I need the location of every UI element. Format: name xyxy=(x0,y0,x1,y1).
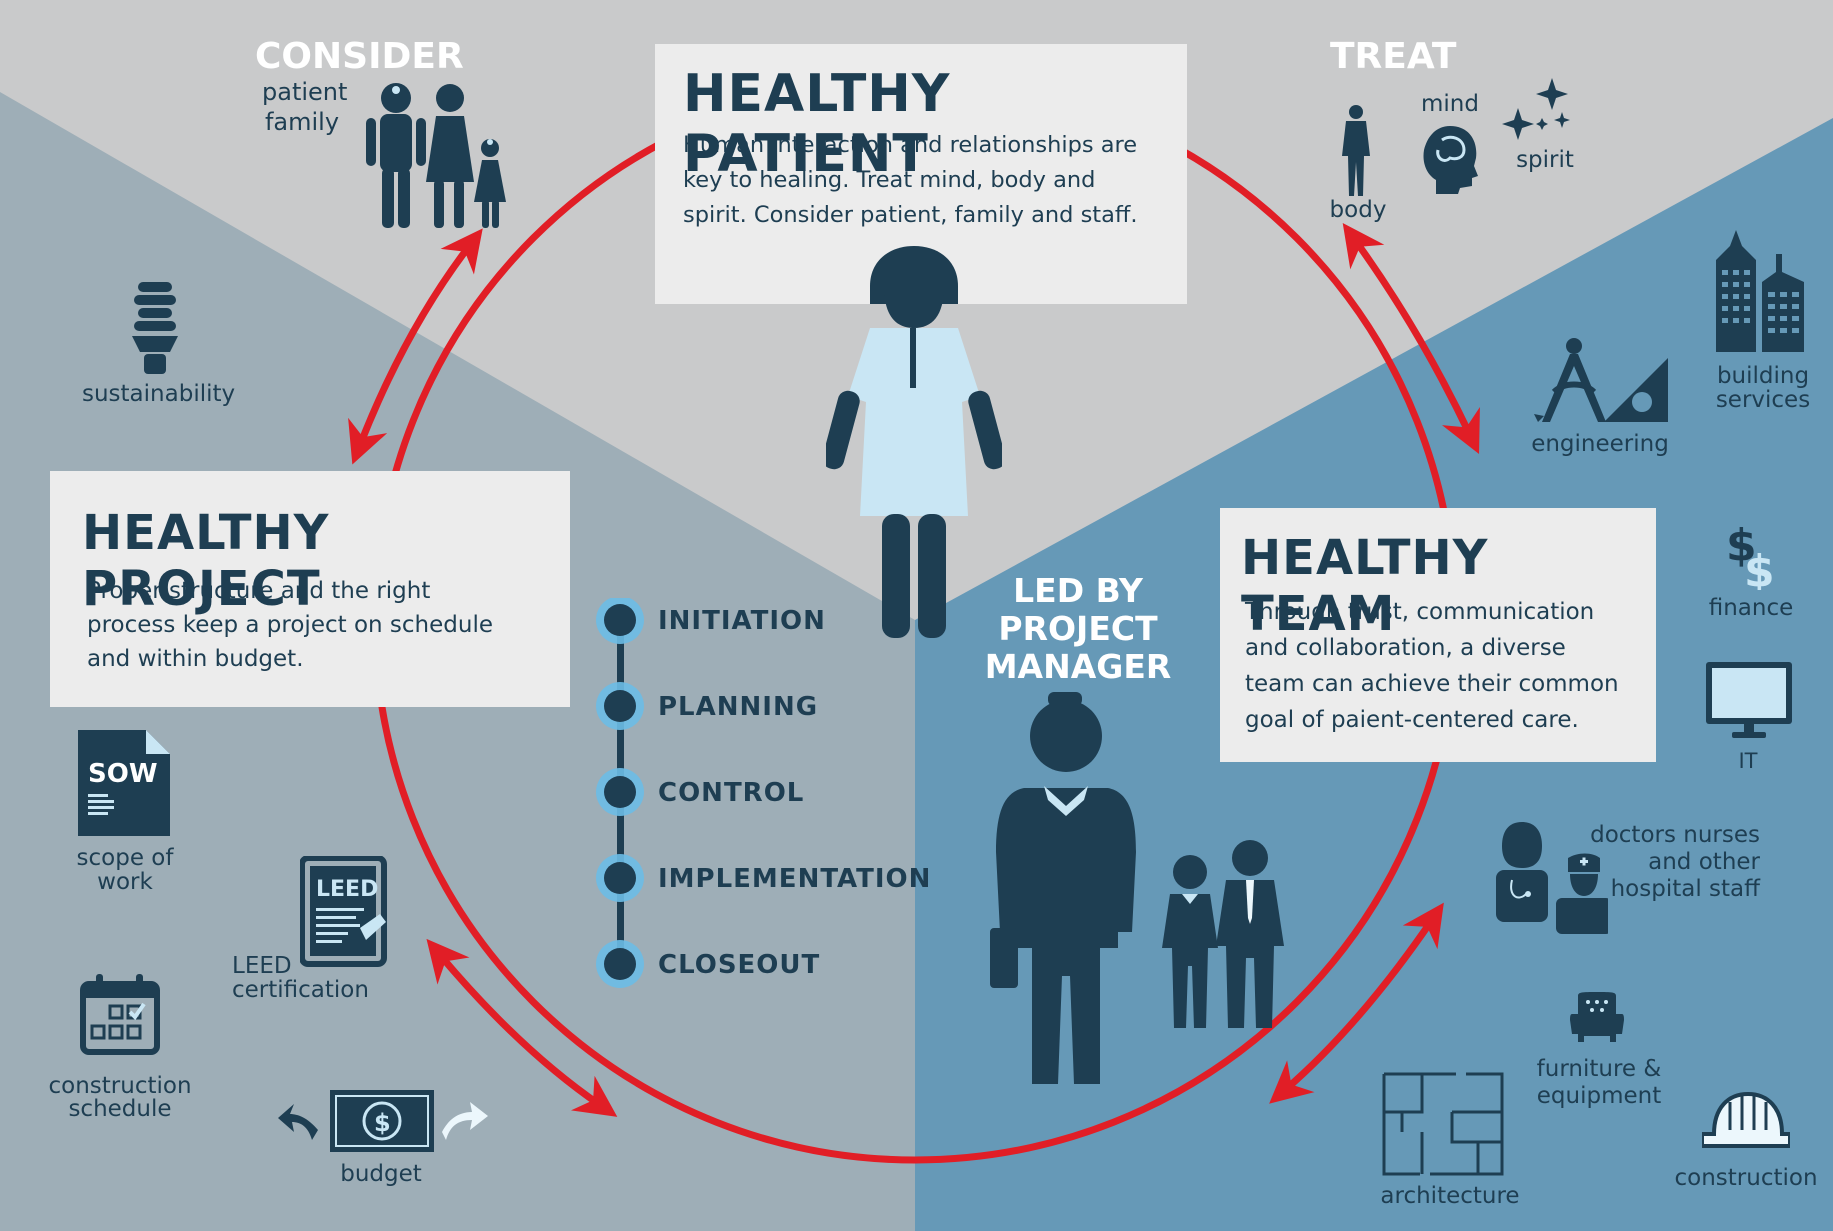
phase-initiation: INITIATION xyxy=(658,606,826,636)
healthy-team-title: HEALTHY TEAM xyxy=(1241,530,1489,642)
building-label-1: building xyxy=(1716,363,1810,389)
leed-label-2: certification xyxy=(232,977,369,1003)
engineering-label: engineering xyxy=(1531,431,1669,457)
it-label: IT xyxy=(1738,749,1758,773)
spirit-icon xyxy=(1502,78,1570,140)
patient-figure-icon xyxy=(826,246,1002,638)
schedule-label-1: construction xyxy=(48,1073,192,1099)
sow-badge: SOW xyxy=(88,759,158,789)
consider-item-family: family xyxy=(264,108,340,136)
staff-label: doctors nurses and other hospital staff xyxy=(1590,822,1760,902)
architecture-label: architecture xyxy=(1380,1183,1520,1209)
phase-control: CONTROL xyxy=(658,778,805,808)
money-icon: $ xyxy=(278,1090,488,1152)
phase-closeout: CLOSEOUT xyxy=(658,950,821,980)
sustainability-label: sustainability xyxy=(82,381,236,407)
led-by-label: LED BY PROJECT MANAGER xyxy=(984,571,1172,686)
phase-dots xyxy=(596,598,644,988)
finance-label: finance xyxy=(1708,595,1794,621)
consider-item-patient: patient xyxy=(262,78,348,106)
svg-text:$: $ xyxy=(374,1109,391,1137)
mind-icon xyxy=(1423,126,1478,194)
family-icon xyxy=(366,83,506,228)
building-label-2: services xyxy=(1715,387,1811,413)
leed-label-1: LEED xyxy=(232,953,292,979)
healthy-patient-title: HEALTHY PATIENT xyxy=(683,64,951,184)
team-members-icon xyxy=(1162,840,1284,1028)
hardhat-icon xyxy=(1702,1091,1790,1148)
treat-item-body: body xyxy=(1329,197,1387,223)
consider-title: CONSIDER xyxy=(255,36,464,77)
monitor-icon xyxy=(1706,662,1792,738)
bulb-icon xyxy=(132,282,178,374)
phase-planning: PLANNING xyxy=(658,692,819,722)
armchair-icon xyxy=(1570,992,1624,1042)
healthy-project-body: Proper structure and the right process k… xyxy=(87,578,493,672)
scope-label-2: work xyxy=(97,869,153,895)
furniture-label: furniture & equipment xyxy=(1536,1056,1662,1109)
svg-text:$: $ xyxy=(1744,546,1775,590)
sow-document-icon: SOW xyxy=(78,730,170,836)
healthy-team-body: Through trust, communication and collabo… xyxy=(1245,599,1619,733)
scope-label-1: scope of xyxy=(76,845,174,871)
healthy-project-panel: HEALTHY PROJECT Proper structure and the… xyxy=(50,471,570,707)
arrow-project xyxy=(426,938,618,1117)
schedule-label-2: schedule xyxy=(68,1096,172,1122)
phase-implementation: IMPLEMENTATION xyxy=(658,864,932,894)
project-manager-icon xyxy=(990,692,1136,1084)
leed-certificate-icon: LEED xyxy=(300,856,387,967)
doctor-nurse-icon xyxy=(1496,822,1608,934)
engineering-icon xyxy=(1534,338,1668,422)
treat-item-spirit: spirit xyxy=(1516,147,1574,173)
phase-timeline xyxy=(596,598,644,988)
body-icon xyxy=(1342,105,1370,196)
budget-label: budget xyxy=(340,1161,422,1187)
svg-text:$: $ xyxy=(1726,520,1757,571)
treat-title: TREAT xyxy=(1330,36,1457,77)
buildings-icon xyxy=(1716,230,1804,352)
arrow-consider xyxy=(348,228,483,465)
construction-label: construction xyxy=(1674,1165,1818,1191)
floorplan-icon xyxy=(1382,1072,1504,1176)
healthy-project-title: HEALTHY PROJECT xyxy=(82,505,330,617)
calendar-icon xyxy=(80,974,160,1055)
healthy-patient-body: Human interaction and relationships are … xyxy=(683,132,1138,228)
dollar-icon: $ $ xyxy=(1726,520,1775,590)
treat-item-mind: mind xyxy=(1421,91,1479,117)
arrow-team xyxy=(1269,902,1444,1104)
healthy-team-panel: HEALTHY TEAM Through trust, communicatio… xyxy=(1220,508,1656,762)
leed-badge: LEED xyxy=(316,877,378,902)
arrow-treat xyxy=(1342,222,1480,454)
